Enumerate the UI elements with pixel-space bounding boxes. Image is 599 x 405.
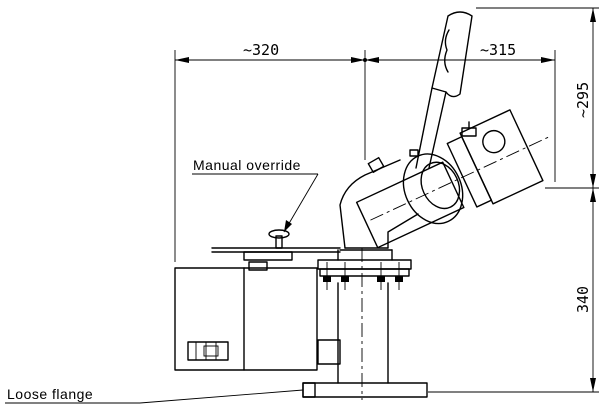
loose-flange — [302, 382, 428, 398]
dimension-lines — [174, 7, 599, 393]
gearbox — [174, 261, 318, 371]
dim-right-width: ~315 — [480, 41, 516, 59]
dim-left-width: ~320 — [243, 41, 279, 59]
column — [317, 248, 389, 400]
column-flange — [317, 259, 412, 290]
handle-lever — [415, 11, 473, 169]
fittings — [367, 121, 477, 174]
dim-top-height: ~295 — [574, 82, 592, 118]
barrel — [355, 109, 552, 249]
dim-base-height: 340 — [574, 286, 592, 313]
loose-flange-label: Loose flange — [7, 386, 93, 402]
elbow-housing — [337, 159, 419, 261]
manual-override-label: Manual override — [193, 157, 301, 173]
manual-override-wheel — [211, 229, 341, 261]
